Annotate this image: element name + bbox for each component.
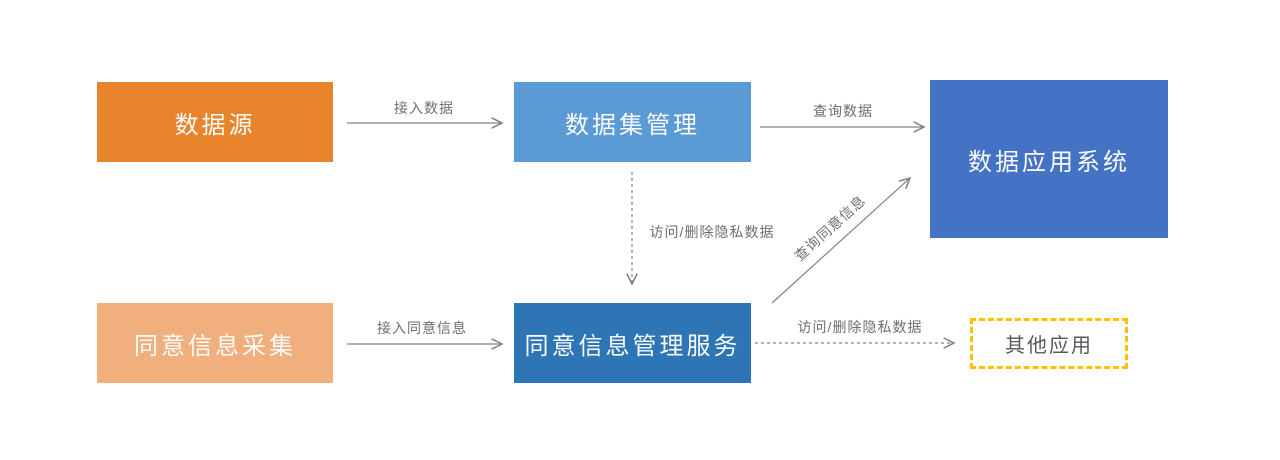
edge-query-data-label: 查询数据 [813, 103, 873, 119]
edge-access-delete-private-data-label: 访问/删除隐私数据 [649, 224, 775, 240]
node-data-source-label: 数据源 [174, 111, 256, 139]
node-consent-management-service-label: 同意信息管理服务 [524, 332, 741, 360]
edge-access-data-label: 接入数据 [394, 100, 454, 116]
edge-query-consent-info-label: 查询同意信息 [791, 191, 869, 265]
node-other-applications-label: 其他应用 [1005, 335, 1093, 357]
edge-access-delete-private-data2-label: 访问/删除隐私数据 [797, 319, 923, 335]
node-other-applications: 其他应用 [970, 318, 1128, 369]
node-consent-collection: 同意信息采集 [97, 303, 333, 383]
node-data-application-system: 数据应用系统 [930, 80, 1168, 238]
node-data-application-system-label: 数据应用系统 [968, 148, 1130, 176]
node-dataset-management-label: 数据集管理 [565, 111, 700, 139]
node-dataset-management: 数据集管理 [514, 82, 751, 162]
node-consent-management-service: 同意信息管理服务 [514, 303, 751, 383]
node-consent-collection-label: 同意信息采集 [134, 332, 296, 360]
edge-access-consent-info-label: 接入同意信息 [377, 320, 467, 336]
edge-query-consent-info-arrow [771, 176, 912, 304]
node-data-source: 数据源 [97, 82, 333, 162]
